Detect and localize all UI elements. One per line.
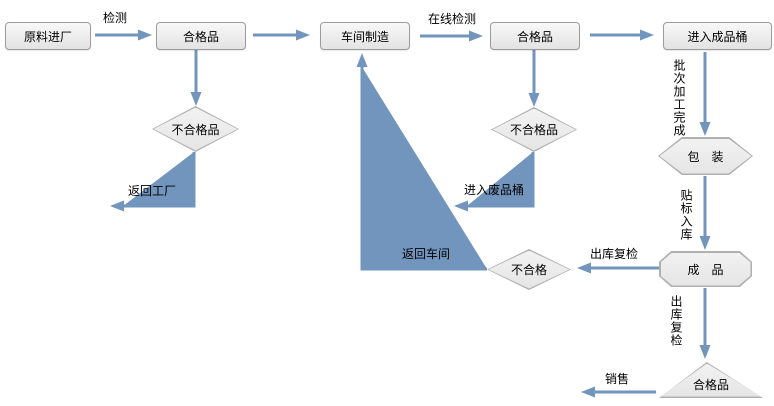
edge-label-label-and-warehouse: 贴标入库 [679, 189, 693, 241]
arrow-qualified2-to-barrel [590, 29, 654, 41]
edge-label-online-inspection: 在线检测 [427, 12, 476, 26]
edge-label-batch-processing-complete: 批次加工完成 [672, 59, 686, 137]
arrow-inspection [95, 29, 152, 41]
node-workshop-manufacturing: 车间制造 [320, 22, 410, 50]
arrow-online-inspection [420, 30, 483, 42]
arrow-qualified1-to-workshop [253, 29, 310, 41]
arrow-return-to-factory [110, 152, 196, 212]
edge-label-outbound-recheck-left: 出库复检 [589, 247, 638, 261]
node-label: 不合格 [510, 263, 547, 277]
node-finished-goods: 成 品 [659, 251, 752, 287]
node-raw-material-entry: 原料进厂 [5, 22, 91, 50]
node-qualified-1: 合格品 [156, 22, 246, 50]
edge-label-return-to-factory: 返回工厂 [127, 184, 176, 198]
edge-label-sales: 销售 [604, 372, 629, 386]
node-qualified-2: 合格品 [490, 22, 580, 50]
node-label: 合格品 [692, 378, 729, 392]
node-label: 包 装 [687, 149, 724, 164]
node-enter-finished-barrel: 进入成品桶 [663, 22, 772, 50]
node-label: 成 品 [687, 262, 724, 277]
arrow-finished-to-triangle [699, 288, 711, 359]
octagon-fill [660, 252, 751, 286]
arrow-qualified1-down [190, 50, 202, 106]
arrow-outbound-recheck-left [577, 262, 659, 274]
node-label: 不合格品 [509, 123, 558, 137]
arrow-packaging-to-finished [699, 176, 711, 250]
edge-label-return-to-workshop: 返回车间 [401, 247, 450, 261]
arrow-sales [581, 386, 656, 398]
arrow-qualified2-down [528, 50, 540, 107]
edge-label-enter-waste-barrel: 进入废品桶 [463, 183, 524, 197]
node-label: 不合格品 [171, 122, 220, 137]
arrow-enter-waste-barrel [454, 152, 535, 212]
edge-label-outbound-recheck-down: 出库复检 [669, 295, 683, 347]
arrow-barrel-to-packaging [699, 52, 711, 136]
arrow-return-to-workshop [356, 53, 487, 271]
edge-label-inspection: 检测 [102, 11, 127, 25]
